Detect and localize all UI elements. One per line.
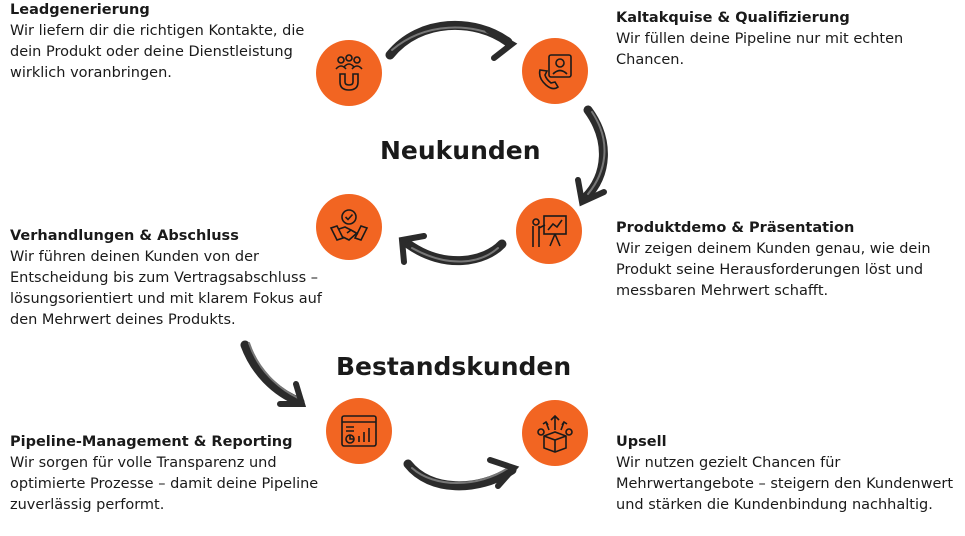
bestandskunden-heading: Bestandskunden <box>336 352 572 381</box>
neukunden-heading: Neukunden <box>380 136 541 165</box>
step-kaltakquise: Kaltakquise & Qualifizierung Wir füllen … <box>616 8 936 71</box>
step-pipeline: Pipeline-Management & Reporting Wir sorg… <box>10 432 340 516</box>
arrow-verhandlung-to-pipeline-icon <box>240 340 307 407</box>
step-title: Leadgenerierung <box>10 2 150 18</box>
handshake-icon <box>316 194 382 260</box>
step-text: Wir nutzen gezielt Chancen für Mehrwerta… <box>616 455 954 513</box>
step-text: Wir füllen deine Pipeline nur mit echten… <box>616 31 904 68</box>
step-verhandlungen: Verhandlungen & Abschluss Wir führen dei… <box>10 226 340 331</box>
step-text: Wir liefern dir die richtigen Kontakte, … <box>10 23 305 81</box>
step-produktdemo: Produktdemo & Präsentation Wir zeigen de… <box>616 218 936 302</box>
step-title: Upsell <box>616 434 667 450</box>
arrow-demo-to-verhandlung-icon <box>398 233 507 266</box>
step-text: Wir sorgen für volle Transparenz und opt… <box>10 455 319 513</box>
step-upsell: Upsell Wir nutzen gezielt Chancen für Me… <box>616 432 956 516</box>
step-title: Kaltakquise & Qualifizierung <box>616 10 850 26</box>
step-title: Pipeline-Management & Reporting <box>10 434 293 450</box>
arrow-pipeline-to-upsell-icon <box>403 457 520 491</box>
step-text: Wir zeigen deinem Kunden genau, wie dein… <box>616 241 931 299</box>
arrow-kalt-to-demo-icon <box>575 105 608 207</box>
step-text: Wir führen deinen Kunden von der Entsche… <box>10 249 322 328</box>
presentation-icon <box>516 198 582 264</box>
phone-contact-icon <box>522 38 588 104</box>
step-leadgenerierung: Leadgenerierung Wir liefern dir die rich… <box>10 0 310 84</box>
growth-box-icon <box>522 400 588 466</box>
magnet-people-icon <box>316 40 382 106</box>
step-title: Produktdemo & Präsentation <box>616 220 855 236</box>
step-title: Verhandlungen & Abschluss <box>10 228 239 244</box>
dashboard-icon <box>326 398 392 464</box>
arrow-lead-to-kalt-icon <box>385 20 518 61</box>
